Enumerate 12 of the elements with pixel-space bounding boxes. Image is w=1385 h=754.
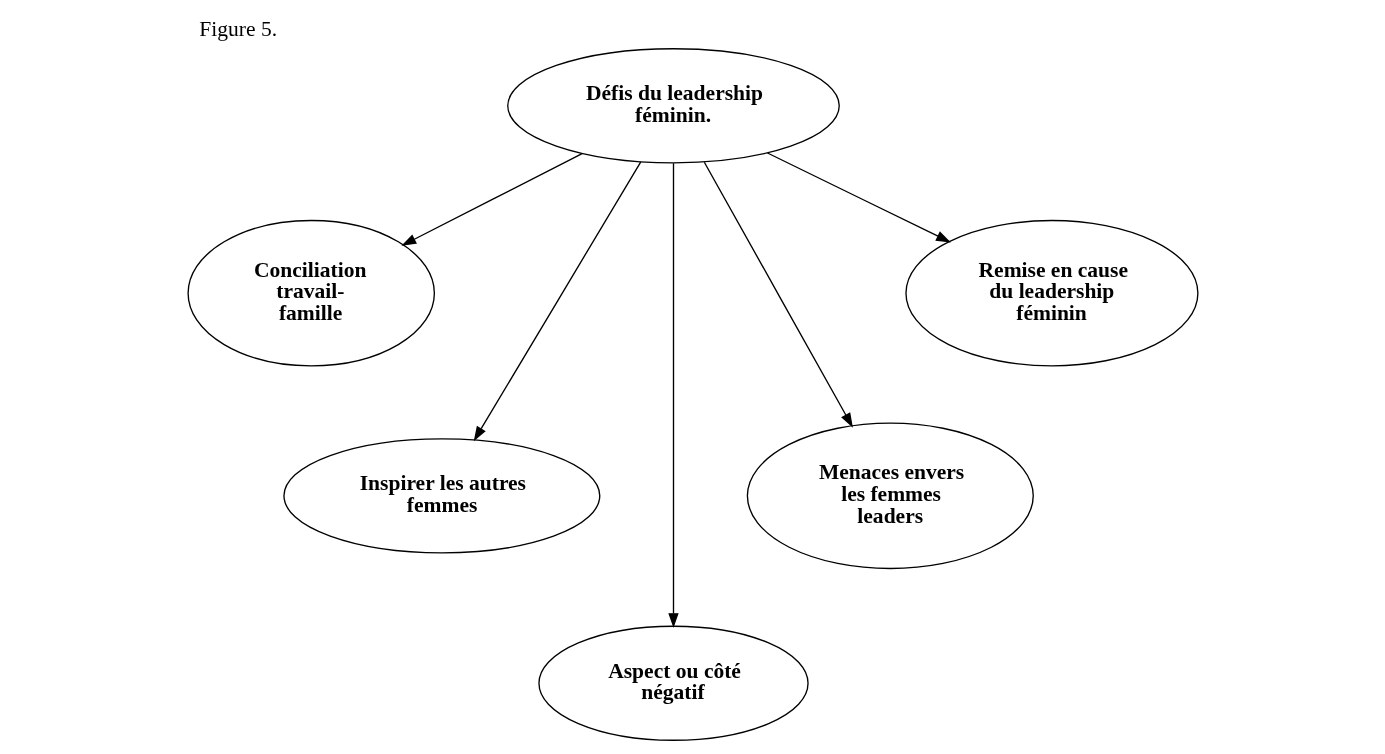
node-ellipse: Aspect ou côté négatif [537, 625, 809, 741]
arrow [766, 152, 951, 243]
node-ellipse: Conciliation travail-famille [186, 219, 435, 367]
node-ellipse: Menaces envers les femmes leaders [746, 422, 1034, 570]
node-ellipse: Inspirer les autres femmes [282, 438, 600, 554]
arrow [473, 161, 641, 442]
arrow [667, 162, 679, 628]
node-ellipse: Défis du leadership féminin. [506, 48, 840, 164]
node-ellipse: Remise en cause du leadership féminin [904, 219, 1199, 367]
arrow [400, 153, 583, 246]
arrow [703, 161, 853, 428]
diagram-title: Figure 5. [198, 17, 277, 42]
